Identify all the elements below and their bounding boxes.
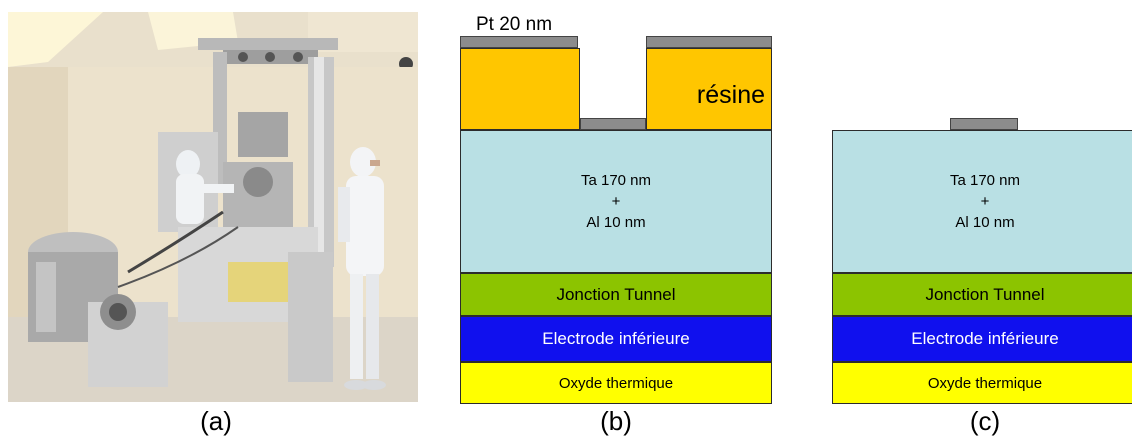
ta-al-layer-text: Ta 170 nm + Al 10 nm	[581, 170, 651, 233]
tunnel-junction-layer: Jonction Tunnel	[832, 273, 1132, 316]
bottom-electrode-layer: Electrode inférieure	[832, 316, 1132, 362]
resist-block-left	[460, 48, 580, 130]
caption-c: (c)	[969, 406, 1001, 436]
ta-thickness-label: Ta 170 nm	[949, 172, 1021, 189]
pt-layer-center	[580, 118, 646, 130]
resist-block-right: résine	[646, 48, 772, 130]
pt-pad	[950, 118, 1018, 130]
bottom-electrode-layer: Electrode inférieure	[460, 316, 772, 362]
caption-a: (a)	[200, 406, 232, 436]
ta-al-layer: Ta 170 nm + Al 10 nm	[832, 130, 1132, 273]
tunnel-junction-layer: Jonction Tunnel	[460, 273, 772, 316]
pt-layer-right	[646, 36, 772, 48]
ta-al-layer: Ta 170 nm + Al 10 nm	[460, 130, 772, 273]
ta-thickness-label: Ta 170 nm	[580, 172, 652, 189]
thermal-oxide-layer: Oxyde thermique	[832, 362, 1132, 404]
cleanroom-equipment-illustration	[8, 12, 418, 402]
plus-sign: +	[611, 193, 621, 210]
pt-thickness-label: Pt 20 nm	[476, 14, 553, 35]
ta-al-layer-text: Ta 170 nm + Al 10 nm	[950, 170, 1020, 233]
resist-label: résine	[696, 81, 765, 109]
plus-sign: +	[980, 193, 990, 210]
al-thickness-label: Al 10 nm	[586, 214, 646, 231]
caption-b: (b)	[600, 406, 632, 436]
thermal-oxide-layer: Oxyde thermique	[460, 362, 772, 404]
al-thickness-label: Al 10 nm	[955, 214, 1015, 231]
pt-layer-left	[460, 36, 578, 48]
cleanroom-photo	[8, 12, 418, 402]
